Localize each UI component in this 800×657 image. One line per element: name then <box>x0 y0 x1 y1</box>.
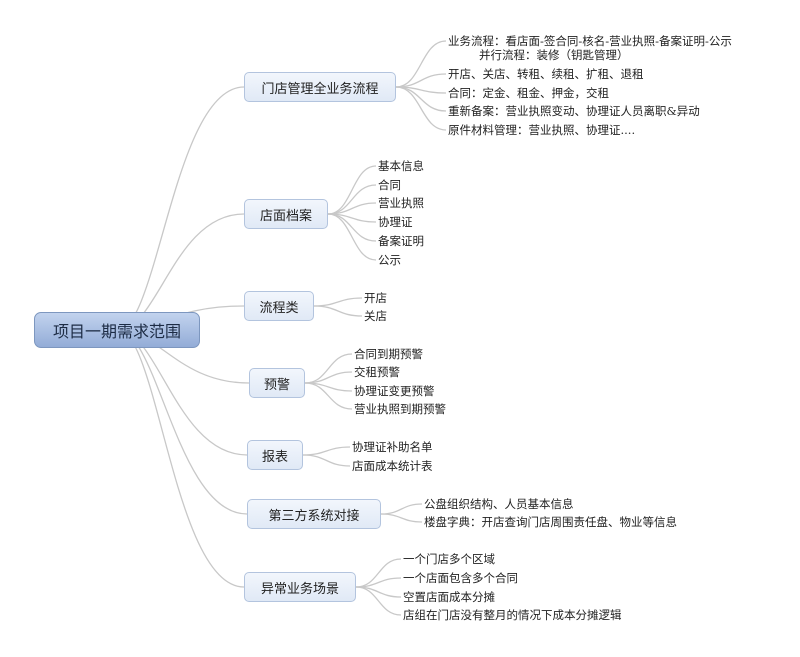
root-branch-connector <box>117 329 248 456</box>
branch-leaf-connector <box>313 297 363 307</box>
leaf-certificate-change-alert[interactable]: 协理证变更预警 <box>354 384 435 398</box>
leaf-contract-expiry-alert[interactable]: 合同到期预警 <box>354 347 423 361</box>
branch-leaf-connector <box>304 382 353 410</box>
branch-leaf-connector <box>380 513 423 523</box>
branch-leaf-connector <box>395 40 447 88</box>
leaf-assistant-certificate[interactable]: 协理证 <box>378 215 413 229</box>
branch-leaf-connector <box>313 305 363 317</box>
leaf-contract-archive[interactable]: 合同 <box>378 178 401 192</box>
leaf-vacant-cost-allocation[interactable]: 空置店面成本分摊 <box>403 590 495 604</box>
branch-leaf-connector <box>395 86 447 131</box>
leaf-org-structure[interactable]: 公盘组织结构、人员基本信息 <box>424 497 574 511</box>
leaf-basic-info[interactable]: 基本信息 <box>378 159 424 173</box>
leaf-business-process[interactable]: 业务流程：看店面-签合同-核名-营业执照-备案证明-公示 <box>448 34 732 48</box>
leaf-business-license[interactable]: 营业执照 <box>378 196 424 210</box>
root-branch-connector <box>117 329 248 515</box>
branch-leaf-connector <box>304 353 353 384</box>
leaf-rent-alert[interactable]: 交租预警 <box>354 365 400 379</box>
branch-leaf-connector <box>302 446 351 456</box>
branch-leaf-connector <box>355 586 402 616</box>
leaf-re-filing[interactable]: 重新备案：营业执照变动、协理证人员离职&异动 <box>448 104 700 118</box>
leaf-parallel-process[interactable]: 并行流程：装修（钥匙管理） <box>479 48 629 62</box>
root-branch-connector <box>117 86 245 331</box>
branch-leaf-connector <box>327 213 377 261</box>
leaf-multi-contract-store[interactable]: 一个店面包含多个合同 <box>403 571 518 585</box>
leaf-public-notice[interactable]: 公示 <box>378 253 401 267</box>
branch-exception-scenarios[interactable]: 异常业务场景 <box>244 572 356 602</box>
branch-store-management-process[interactable]: 门店管理全业务流程 <box>244 72 396 102</box>
leaf-open-store[interactable]: 开店 <box>364 291 387 305</box>
leaf-close-store[interactable]: 关店 <box>364 309 387 323</box>
root-branch-connector <box>117 329 245 588</box>
leaf-original-documents[interactable]: 原件材料管理：营业执照、协理证.... <box>448 123 636 137</box>
branch-leaf-connector <box>302 454 351 467</box>
leaf-partial-month-cost-logic[interactable]: 店组在门店没有整月的情况下成本分摊逻辑 <box>403 608 622 622</box>
branch-store-archive[interactable]: 店面档案 <box>244 199 328 229</box>
leaf-license-expiry-alert[interactable]: 营业执照到期预警 <box>354 402 446 416</box>
branch-process-type[interactable]: 流程类 <box>244 291 314 321</box>
leaf-multi-area-store[interactable]: 一个门店多个区域 <box>403 552 495 566</box>
leaf-cost-report[interactable]: 店面成本统计表 <box>352 459 433 473</box>
root-node[interactable]: 项目一期需求范围 <box>34 312 200 348</box>
branch-leaf-connector <box>327 165 377 215</box>
branch-reports[interactable]: 报表 <box>247 440 303 470</box>
branch-third-party-integration[interactable]: 第三方系统对接 <box>247 499 381 529</box>
leaf-filing-certificate[interactable]: 备案证明 <box>378 234 424 248</box>
leaf-contract[interactable]: 合同：定金、租金、押金，交租 <box>448 86 609 100</box>
leaf-building-dictionary[interactable]: 楼盘字典：开店查询门店周围责任盘、物业等信息 <box>424 515 677 529</box>
branch-leaf-connector <box>380 503 423 515</box>
leaf-subsidy-list[interactable]: 协理证补助名单 <box>352 440 433 454</box>
leaf-store-operations[interactable]: 开店、关店、转租、续租、扩租、退租 <box>448 67 644 81</box>
branch-alert[interactable]: 预警 <box>249 368 305 398</box>
